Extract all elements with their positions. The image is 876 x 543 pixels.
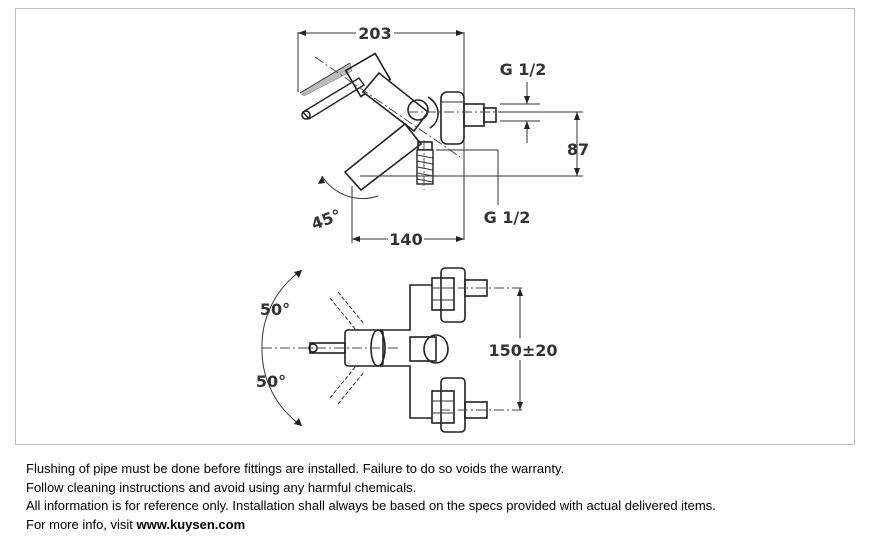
note-cleaning: Follow cleaning instructions and avoid u… xyxy=(26,479,417,495)
note-more-info-text: For more info, visit xyxy=(26,516,137,532)
height-dimension-label: 87 xyxy=(567,140,589,159)
width-dimension-label: 203 xyxy=(358,24,391,43)
top-view: 203 xyxy=(297,24,589,249)
note-more-info: For more info, visit www.kuysen.com xyxy=(26,516,716,535)
inlet-thread-label: G 1/2 xyxy=(500,60,547,79)
depth-dimension-label: 140 xyxy=(389,230,422,249)
upper-angle-label: 50° xyxy=(260,300,290,319)
technical-drawing: 203 xyxy=(256,24,589,433)
drawing-frame xyxy=(15,8,855,445)
note-flushing: Flushing of pipe must be done before fit… xyxy=(26,461,565,476)
front-view: 50° 50° 150±20 xyxy=(256,267,558,433)
rotation-angle-label: 45° xyxy=(309,205,344,233)
note-reference: All information is for reference only. I… xyxy=(26,498,716,513)
center-distance-label: 150±20 xyxy=(488,341,557,360)
website-link[interactable]: www.kuysen.com xyxy=(136,516,246,532)
lower-angle-label: 50° xyxy=(256,372,286,391)
notes-block: Flushing of pipe must be done before fit… xyxy=(26,460,716,534)
outlet-thread-label: G 1/2 xyxy=(484,208,531,227)
